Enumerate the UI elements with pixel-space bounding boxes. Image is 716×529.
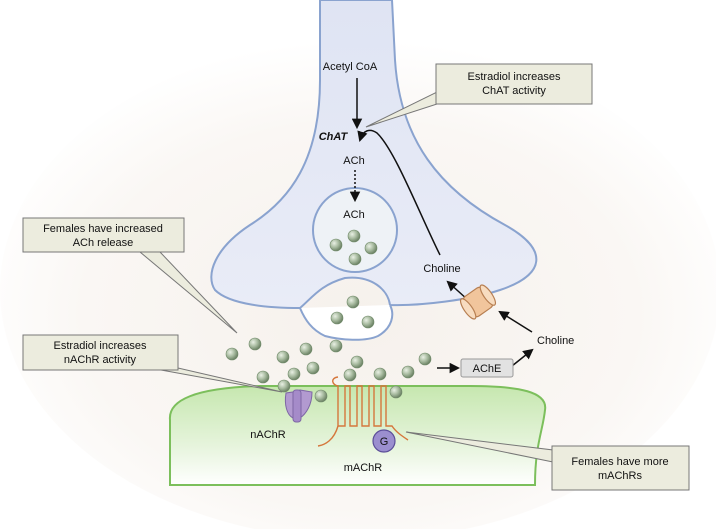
ach-molecule xyxy=(343,368,357,382)
presynaptic-terminal xyxy=(210,0,538,310)
ach-molecule xyxy=(361,315,375,329)
callout-text-chat-line1: Estradiol increases xyxy=(468,71,561,83)
ach-molecule xyxy=(346,295,360,309)
nachr-receptor xyxy=(284,389,313,423)
acetyl-coa-label: Acetyl CoA xyxy=(323,61,378,73)
choline-label-cleft: Choline xyxy=(537,335,574,347)
ache-output-arrow xyxy=(511,348,534,367)
ach-molecule xyxy=(348,252,362,266)
ach-molecule xyxy=(350,355,364,369)
ach-molecule xyxy=(418,352,432,366)
ach-molecule xyxy=(373,367,387,381)
ach-molecule xyxy=(248,337,262,351)
ach-molecule xyxy=(287,367,301,381)
choline-recycle-arrow xyxy=(357,129,441,256)
ache-label: AChE xyxy=(473,363,502,375)
ach-molecule xyxy=(314,389,328,403)
ach-molecule xyxy=(277,379,291,393)
ach-molecule xyxy=(330,311,344,325)
callout-text-ach-release-line1: Females have increased xyxy=(43,223,163,235)
choline-label-presynaptic: Choline xyxy=(423,263,460,275)
ach-label-vesicle: ACh xyxy=(343,209,364,221)
ach-molecule xyxy=(364,241,378,255)
machr-c-tail xyxy=(317,425,339,447)
callout-box-machr xyxy=(551,445,690,491)
ach-molecule xyxy=(225,347,239,361)
callout-text-nachr-line1: Estradiol increases xyxy=(54,340,147,352)
ache-box xyxy=(460,358,514,378)
release-site xyxy=(299,304,394,341)
choline-transporter xyxy=(459,284,497,320)
callout-text-nachr-line2: nAChR activity xyxy=(64,354,137,366)
callout-box-ach-release xyxy=(22,217,185,253)
ach-molecule xyxy=(401,365,415,379)
ach-molecule xyxy=(329,238,343,252)
ach-molecule xyxy=(299,342,313,356)
postsynaptic-membrane xyxy=(168,385,547,486)
ach-molecule xyxy=(329,339,343,353)
callout-box-chat xyxy=(435,63,593,105)
chat-label: ChAT xyxy=(319,131,349,143)
ach-molecule xyxy=(306,361,320,375)
callout-text-machr-line1: Females have more xyxy=(571,456,668,468)
ach-molecule xyxy=(389,385,403,399)
machr-receptor xyxy=(332,376,409,441)
callout-text-chat-line2: ChAT activity xyxy=(482,85,546,97)
nachr-label: nAChR xyxy=(250,429,286,441)
g-protein-label: G xyxy=(380,436,389,448)
machr-label: mAChR xyxy=(344,462,383,474)
callout-box-nachr xyxy=(22,334,179,371)
ach-molecule xyxy=(276,350,290,364)
ach-molecules xyxy=(225,229,432,403)
g-protein xyxy=(372,429,396,453)
callout-text-machr-line2: mAChRs xyxy=(598,470,643,482)
choline-to-transporter-arrow xyxy=(498,310,533,333)
callout-text-ach-release-line2: ACh release xyxy=(73,237,134,249)
ach-label-upper: ACh xyxy=(343,155,364,167)
ach-molecule xyxy=(347,229,361,243)
ach-molecule xyxy=(256,370,270,384)
